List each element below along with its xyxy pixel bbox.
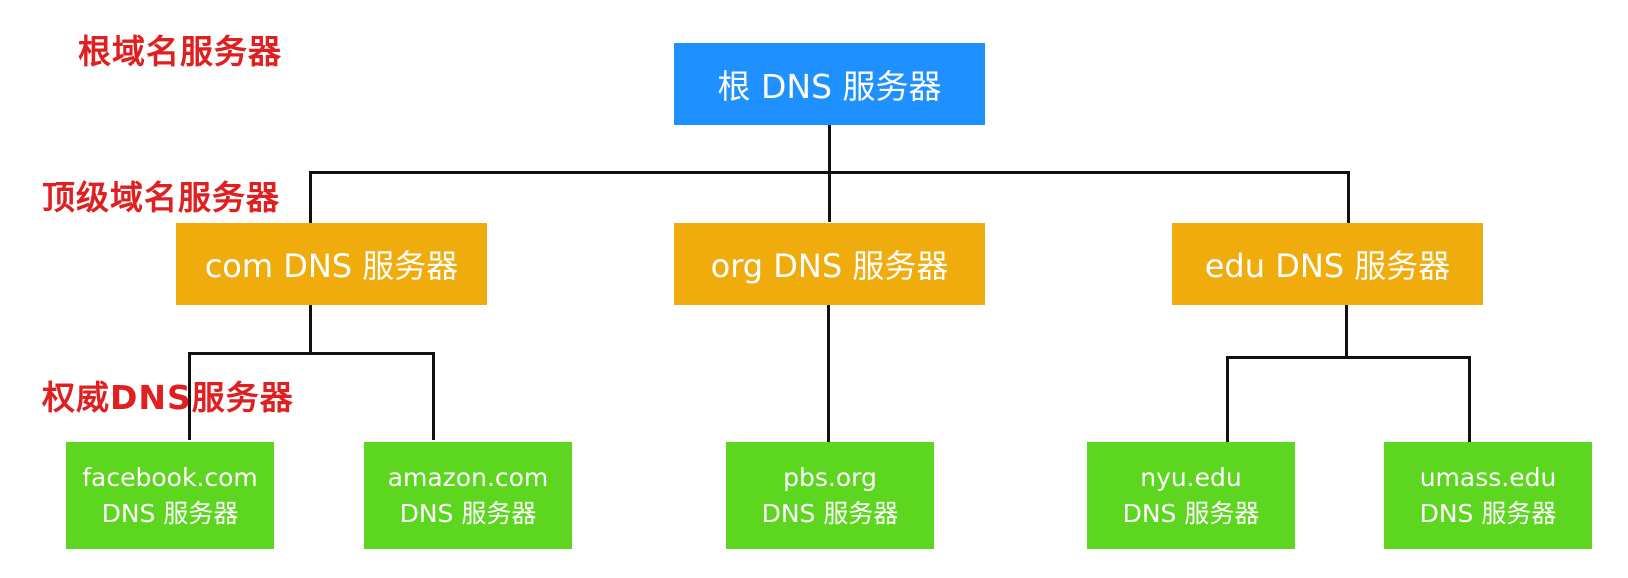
com-dns-server-label: com DNS 服务器 xyxy=(204,247,459,285)
connector-nyu-drop xyxy=(1226,356,1229,442)
umass-dns-server-node: umass.edu DNS 服务器 xyxy=(1384,442,1592,549)
connector-umass-drop xyxy=(1468,356,1471,442)
edu-dns-server-label: edu DNS 服务器 xyxy=(1204,247,1451,285)
connector-com-bar xyxy=(188,352,435,355)
nyu-dns-server-label: DNS 服务器 xyxy=(1122,498,1260,528)
facebook-dns-server-label: DNS 服务器 xyxy=(101,498,239,528)
connector-org-down xyxy=(827,304,830,442)
connector-com-drop xyxy=(309,171,312,223)
amazon-dns-server-label: DNS 服务器 xyxy=(399,498,537,528)
nyu-dns-server-node: nyu.edu DNS 服务器 xyxy=(1087,442,1295,549)
facebook-domain-label: facebook.com xyxy=(82,462,258,492)
amazon-domain-label: amazon.com xyxy=(387,462,549,492)
edu-dns-server-node: edu DNS 服务器 xyxy=(1172,223,1483,305)
root-dns-server-label: 根 DNS 服务器 xyxy=(717,67,942,106)
facebook-dns-server-node: facebook.com DNS 服务器 xyxy=(66,442,274,549)
org-dns-server-label: org DNS 服务器 xyxy=(710,247,949,285)
connector-edu-bar xyxy=(1226,356,1471,359)
connector-com-down xyxy=(309,304,312,352)
root-dns-server-node: 根 DNS 服务器 xyxy=(674,43,985,125)
connector-facebook-drop xyxy=(188,352,191,440)
nyu-domain-label: nyu.edu xyxy=(1140,462,1242,492)
level-label-tld: 顶级域名服务器 xyxy=(42,178,280,217)
connector-tld-bar xyxy=(309,171,1350,174)
amazon-dns-server-node: amazon.com DNS 服务器 xyxy=(364,442,572,549)
pbs-dns-server-label: DNS 服务器 xyxy=(761,498,899,528)
pbs-domain-label: pbs.org xyxy=(783,462,877,492)
connector-edu-down xyxy=(1345,304,1348,356)
org-dns-server-node: org DNS 服务器 xyxy=(674,223,985,305)
level-label-authoritative: 权威DNS服务器 xyxy=(42,378,294,417)
pbs-dns-server-node: pbs.org DNS 服务器 xyxy=(726,442,934,549)
connector-amazon-drop xyxy=(432,352,435,440)
com-dns-server-node: com DNS 服务器 xyxy=(176,223,487,305)
level-label-root: 根域名服务器 xyxy=(78,32,282,71)
umass-domain-label: umass.edu xyxy=(1419,462,1557,492)
umass-dns-server-label: DNS 服务器 xyxy=(1419,498,1557,528)
connector-edu-drop xyxy=(1347,171,1350,223)
